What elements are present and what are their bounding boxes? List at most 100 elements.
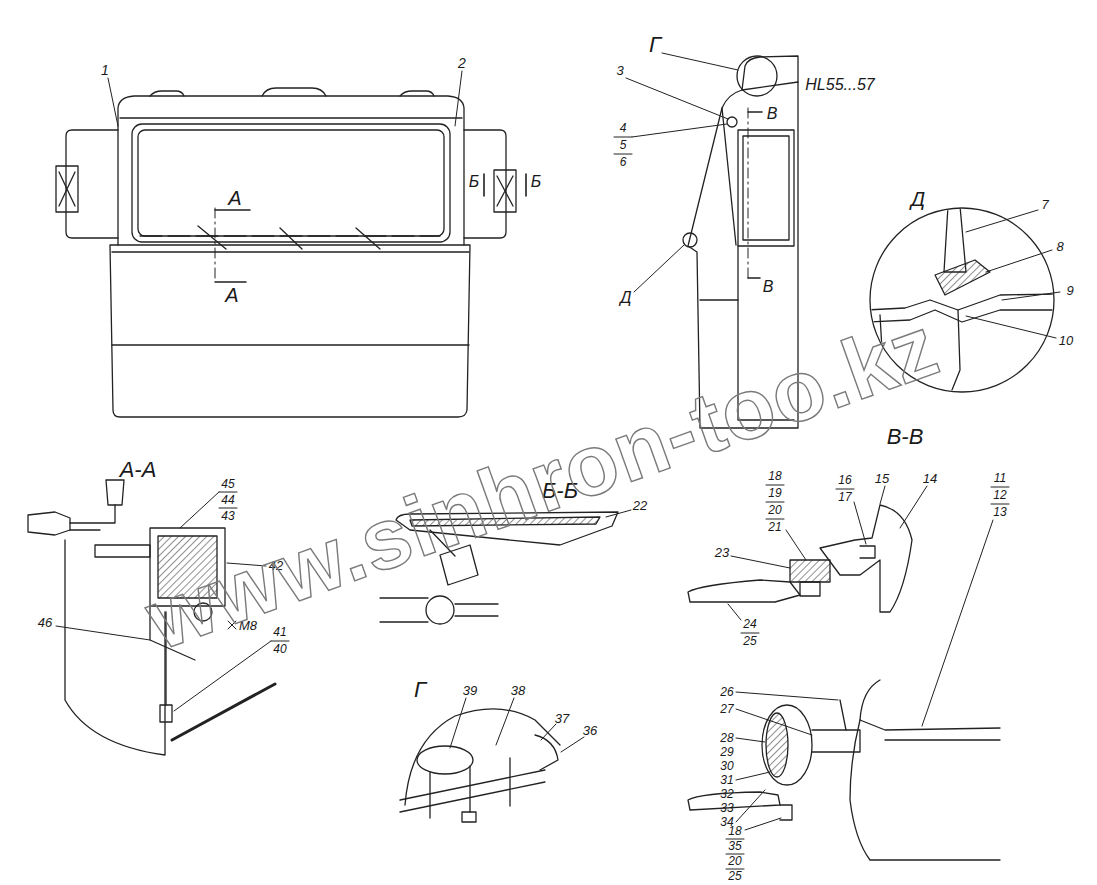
- callout-number: 37: [555, 712, 569, 725]
- callout-number: 19: [768, 487, 781, 499]
- front-view: [464, 130, 506, 238]
- front-view: [59, 172, 75, 206]
- section-label: А: [225, 285, 238, 305]
- detail-d: [950, 198, 960, 206]
- callout-number: 39: [463, 684, 477, 697]
- section-v-v: [688, 505, 1000, 860]
- callout-number: 46: [38, 616, 52, 629]
- callout-number: 7: [1041, 198, 1048, 211]
- callout-number: 5: [620, 139, 627, 151]
- leader-line: [728, 604, 759, 633]
- drawing: [28, 53, 1060, 869]
- section-g: [430, 758, 510, 818]
- lamp-code: HL55...57: [805, 77, 874, 93]
- section-a-a: [28, 512, 70, 535]
- view-label: Г: [414, 679, 426, 701]
- section-v-v: [800, 582, 820, 596]
- callout-number: 9: [1066, 284, 1073, 297]
- view-label: Г: [649, 34, 661, 56]
- front-view: [494, 170, 516, 212]
- leader-line: [56, 53, 1060, 869]
- callout-number: 31: [720, 774, 733, 786]
- leader-line: [766, 485, 806, 560]
- callout-number: 8: [1056, 240, 1063, 253]
- callout-number: 17: [838, 491, 851, 503]
- front-view: [56, 166, 78, 212]
- section-g: [400, 770, 545, 812]
- section-label: А: [228, 188, 241, 208]
- section-v-v: [820, 505, 912, 612]
- callout-number: 45: [221, 478, 234, 490]
- section-a-a: [65, 540, 165, 755]
- section-v-v: [850, 720, 1000, 860]
- callout-number: 4: [620, 122, 627, 134]
- leader-line: [606, 510, 631, 517]
- callout-number: 41: [273, 626, 286, 638]
- callout-number: 14: [923, 472, 937, 485]
- section-marker: [215, 174, 526, 282]
- callout-number: 24: [743, 618, 756, 630]
- callout-number: 3: [616, 64, 623, 77]
- callout-number: 22: [633, 499, 647, 512]
- callout-number: 43: [221, 510, 234, 522]
- callout-number: 10: [1059, 334, 1073, 347]
- front-view: [112, 251, 469, 252]
- leader-line: [922, 487, 1009, 726]
- section-g: [462, 812, 476, 822]
- section-a-a: [95, 545, 150, 557]
- section-g: [405, 709, 560, 805]
- callout-number: 29: [720, 746, 733, 758]
- section-v-v: [790, 560, 830, 582]
- front-view: [110, 245, 470, 417]
- section-a-a: [70, 505, 115, 530]
- watermark: www.sinhron-too.kz: [136, 301, 948, 662]
- callout-number: 26: [720, 686, 733, 698]
- front-view: [112, 344, 469, 345]
- detail-d: [944, 206, 966, 272]
- callout-number: 16: [838, 474, 851, 486]
- callout-number: 12: [993, 489, 1006, 501]
- section-label: В-В: [887, 426, 924, 448]
- section-v-v: [688, 580, 800, 602]
- section-a-a: [106, 480, 124, 505]
- leader-line: [726, 818, 781, 869]
- side-view: [683, 233, 697, 247]
- callout-number: 40: [273, 643, 286, 655]
- callout-number: 28: [720, 732, 733, 744]
- callout-number: 36: [583, 724, 597, 737]
- leader-line: [56, 626, 150, 640]
- front-view: [497, 176, 513, 206]
- callout-number: 11: [994, 472, 1006, 484]
- side-view: [700, 299, 738, 300]
- section-v-v: [762, 705, 812, 785]
- callout-number: 13: [993, 506, 1006, 518]
- section-v-v: [780, 805, 792, 820]
- section-g: [535, 735, 558, 770]
- section-label: В: [763, 279, 774, 295]
- callout-number: 33: [720, 802, 733, 814]
- front-view: [262, 88, 326, 96]
- detail-d: [935, 260, 990, 295]
- callout-number: 23: [715, 546, 729, 559]
- leader-line: [450, 698, 584, 752]
- side-view: [748, 112, 762, 278]
- callout-number: 1: [101, 63, 109, 77]
- section-g: [400, 709, 560, 822]
- section-a-a: [172, 684, 275, 740]
- section-b-b: [380, 598, 428, 622]
- section-v-v: [812, 730, 860, 752]
- side-view: [748, 108, 749, 278]
- front-view: [140, 235, 440, 236]
- callout-number: 21: [768, 521, 781, 533]
- callout-number: 15: [875, 472, 889, 485]
- front-view: [400, 91, 434, 96]
- front-view: [66, 130, 118, 238]
- side-view: [738, 130, 794, 246]
- callout-number: 25: [743, 635, 756, 647]
- section-marker: [484, 174, 526, 196]
- section-b-b: [426, 596, 454, 624]
- section-g: [417, 746, 473, 774]
- callout-number: 30: [720, 760, 733, 772]
- section-label: Б: [531, 174, 541, 190]
